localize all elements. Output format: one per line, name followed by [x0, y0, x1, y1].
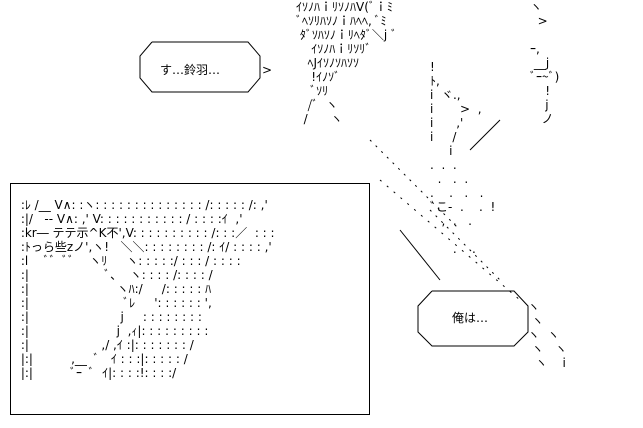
stroke-4: [429, 209, 501, 281]
bubble-right-outline: [417, 290, 529, 347]
figure-mid-art: ! ﾄ, i ヾ., i > , i ,' i / i . . . . . . …: [430, 60, 496, 256]
figure-right-art: ヽ > ｰ, __j ﾞｰ~ﾞ) ! j ノ: [530, 0, 560, 126]
panel-frame: :ﾚ /__ V∧: :ヽ: : : : : : : : : : : : : :…: [10, 183, 370, 415]
bubble-left-text: す…鈴羽…: [160, 63, 221, 77]
panel-art: :ﾚ /__ V∧: :ヽ: : : : : : : : : : : : : :…: [17, 198, 275, 380]
bubble-left-outline: [139, 41, 261, 93]
bubble-right-text: 俺は…: [452, 311, 489, 325]
figure-top-art: ｲｿﾉﾊｉﾘｿﾉﾊV(ﾞｉﾐ ﾞﾍｿﾘﾊｿﾉｉﾊﾍﾍ, ﾞﾐ ﾀﾞｿﾊｿﾉｉﾘﾍ…: [296, 0, 397, 126]
stroke-3: [399, 229, 441, 281]
speech-bubble-left: [139, 41, 261, 93]
speech-bubble-right: [417, 290, 529, 347]
stroke-5: [469, 119, 501, 151]
stroke-1: [369, 139, 461, 231]
stroke-2: [379, 179, 521, 301]
lower-right-art: ヽ ヽ ヽ ヽ ヽ ヽ ヽ i: [520, 300, 567, 370]
bubble-left-tail: >: [262, 63, 273, 77]
